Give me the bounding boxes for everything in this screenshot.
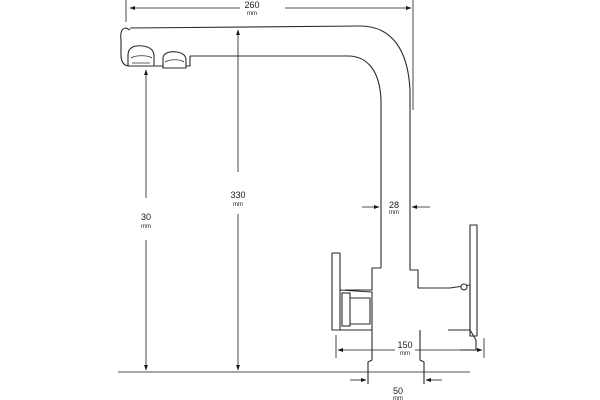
dim-base-span-value: 150 (397, 340, 412, 350)
faucet-outline (120, 25, 478, 384)
dim-base-span-unit: mm (400, 351, 410, 357)
aerator-nozzles (127, 45, 187, 69)
mounting-shank (367, 372, 425, 384)
dim-thread-width-value: 50 (393, 386, 403, 396)
dim-outlet-short-unit: mm (141, 224, 151, 230)
dim-column-width-value: 28 (389, 200, 399, 210)
dimension-outlet-tall: 330 mm (230, 29, 246, 371)
left-handle (331, 252, 373, 331)
spout-top-edge (120, 27, 131, 67)
dimension-outlet-short: 30 mm (141, 69, 151, 371)
lower-body-right (419, 330, 425, 372)
dim-outlet-tall-unit: mm (233, 202, 243, 208)
dim-column-width-unit: mm (389, 210, 399, 216)
dim-top-width-unit: mm (247, 11, 257, 17)
dim-outlet-tall-value: 330 (230, 190, 245, 200)
dimension-base-span: 150 mm (335, 335, 485, 358)
right-handle (448, 224, 478, 351)
spout-upper-contour (129, 25, 411, 265)
lower-body (367, 330, 373, 372)
column-body-left (345, 267, 381, 291)
spout-lower-contour (190, 55, 382, 268)
dim-top-width-value: 260 (244, 0, 259, 10)
dimension-column-width: 28 mm (362, 200, 430, 216)
column-body-right (409, 265, 450, 289)
dim-outlet-short-value: 30 (141, 212, 151, 222)
dimension-top-width: 260 mm (125, 0, 414, 110)
dim-thread-width-unit: mm (393, 396, 403, 400)
dimension-thread-width: 50 mm (350, 378, 442, 400)
